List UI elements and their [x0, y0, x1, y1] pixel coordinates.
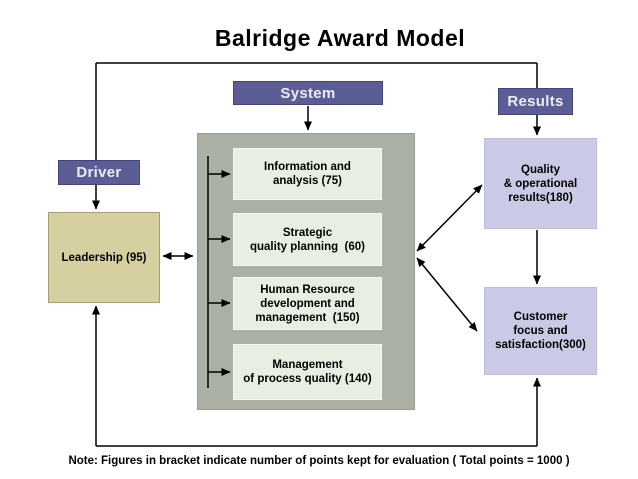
header-driver: Driver	[58, 160, 140, 185]
box-label-line: Management	[272, 359, 343, 371]
header-results: Results	[498, 88, 573, 115]
box-label-line: development and	[260, 297, 355, 310]
box-label-line: Strategic	[282, 226, 333, 239]
box-label-line: Customer	[513, 311, 568, 323]
process-box-information-analysis: Information and analysis (75)	[233, 148, 382, 200]
box-label-line: focus and	[513, 325, 568, 337]
box-label-line: satisfaction(300)	[495, 339, 586, 351]
results-box-customer-focus: Customer focus and satisfaction(300)	[484, 287, 597, 375]
header-system: System	[233, 81, 383, 105]
process-box-hr-development: Human Resource development and managemen…	[233, 277, 382, 330]
box-label-line: Quality	[521, 163, 560, 176]
box-label-line: Human Resource	[260, 283, 355, 296]
results-box-quality-operational: Quality & operational results(180)	[484, 138, 597, 229]
arrow-container-quality	[416, 184, 483, 252]
box-label-line: Leadership (95)	[61, 251, 147, 264]
leadership-box: Leadership (95)	[48, 212, 160, 303]
diagram-title: Balridge Award Model	[214, 25, 466, 51]
box-label-line: & operational	[503, 177, 578, 190]
box-label-line: analysis (75)	[272, 175, 343, 187]
arrow-container-customer	[416, 257, 478, 332]
box-label-line: Information and	[264, 161, 351, 173]
box-label-line: of process quality (140)	[243, 373, 372, 385]
box-label-line: quality planning (60)	[249, 240, 365, 253]
process-box-strategic-planning: Strategic quality planning (60)	[233, 213, 382, 266]
box-label-line: results(180)	[508, 191, 573, 204]
note-text: Note: Figures in bracket indicate number…	[68, 455, 570, 467]
box-label-line: management (150)	[255, 311, 360, 324]
process-box-process-quality: Management of process quality (140)	[233, 344, 382, 400]
